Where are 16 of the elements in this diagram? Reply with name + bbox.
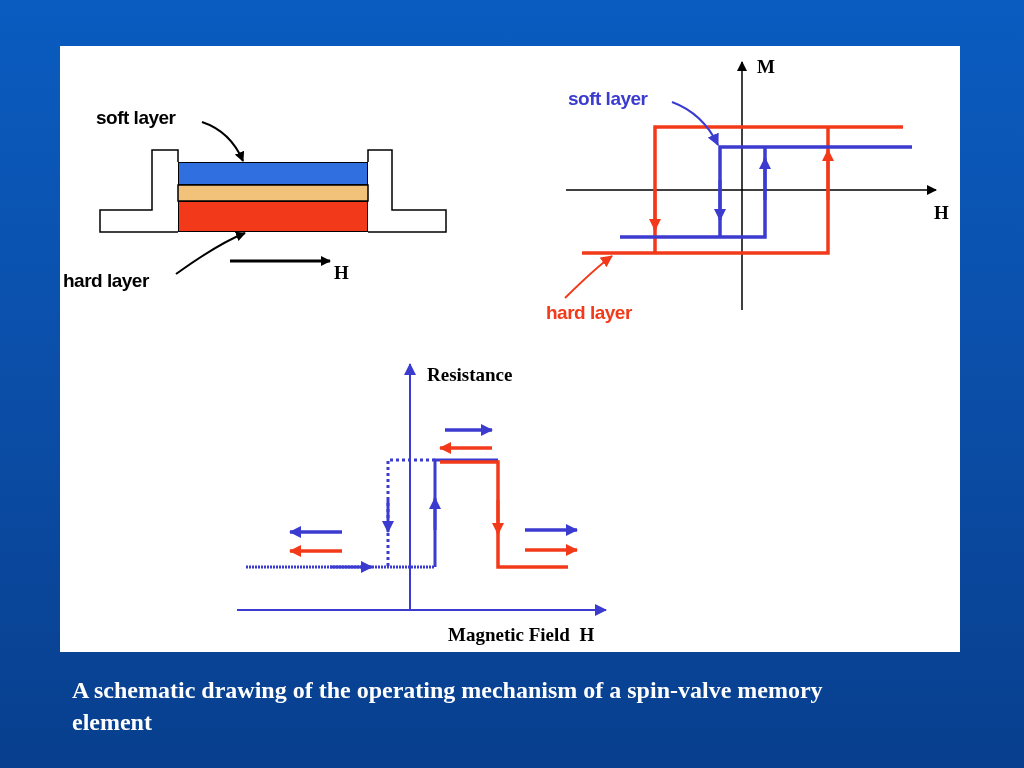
axis-label: H	[334, 262, 349, 284]
leader-line	[201, 121, 244, 162]
axis-label: M	[757, 56, 775, 78]
axis-label: Resistance	[427, 364, 513, 386]
layer-label: hard layer	[546, 302, 632, 324]
leader-line	[175, 231, 246, 275]
layer-label: soft layer	[568, 88, 648, 110]
layer-label: hard layer	[63, 270, 149, 292]
leader-line	[564, 255, 613, 299]
axis-label: Magnetic Field H	[448, 624, 595, 646]
leader-line	[671, 101, 719, 146]
axis-label: H	[934, 202, 949, 224]
magnetic-layer	[178, 201, 368, 232]
magnetic-layer	[178, 162, 368, 185]
layer-label: soft layer	[96, 107, 176, 129]
caption: A schematic drawing of the operating mechanism of a spin-valve memory element	[72, 676, 824, 737]
